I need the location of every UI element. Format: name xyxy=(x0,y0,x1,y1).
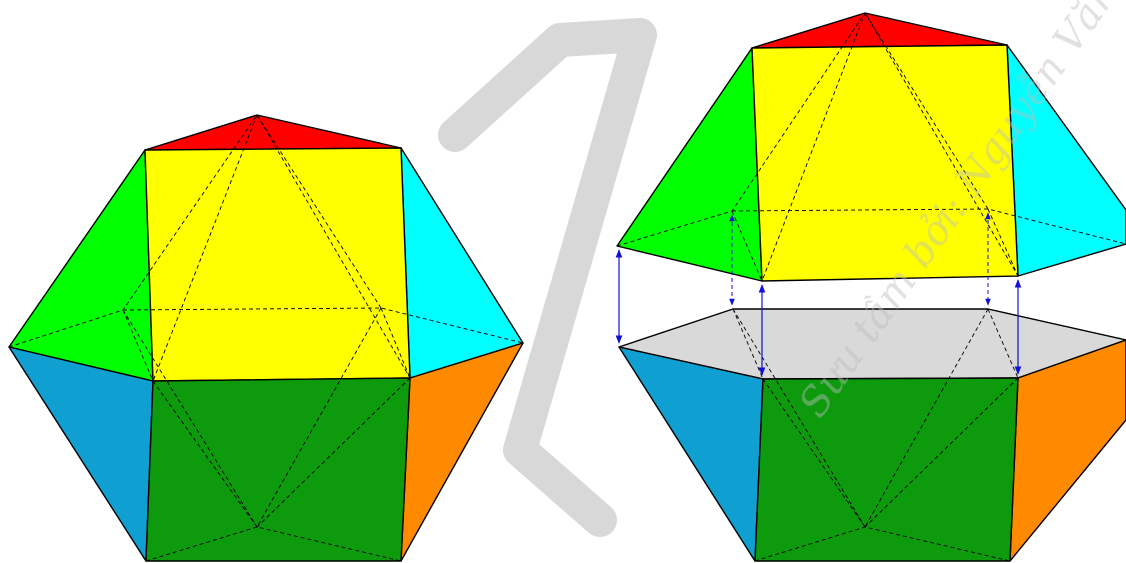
left-top-triangle xyxy=(144,114,402,151)
right-upper-hidden-edges xyxy=(616,12,1126,282)
right-lower-front-face xyxy=(754,377,1019,562)
left-upper-left-face xyxy=(8,149,154,382)
right-connector-arrows xyxy=(615,212,1022,376)
right-upper-piece xyxy=(616,12,1126,282)
right-lower-hidden-edges xyxy=(732,308,1019,562)
left-hidden-edges xyxy=(8,114,524,562)
watermark-z-stroke xyxy=(438,18,657,537)
left-lower-left-face xyxy=(8,346,154,562)
left-upper-right-face xyxy=(400,147,524,379)
right-top-triangle xyxy=(751,12,1008,49)
left-upper-front-face xyxy=(144,147,411,382)
right-lower-piece xyxy=(618,308,1126,562)
left-solid xyxy=(8,114,524,562)
right-lower-left-face xyxy=(618,346,764,562)
left-lower-front-face xyxy=(145,377,411,562)
